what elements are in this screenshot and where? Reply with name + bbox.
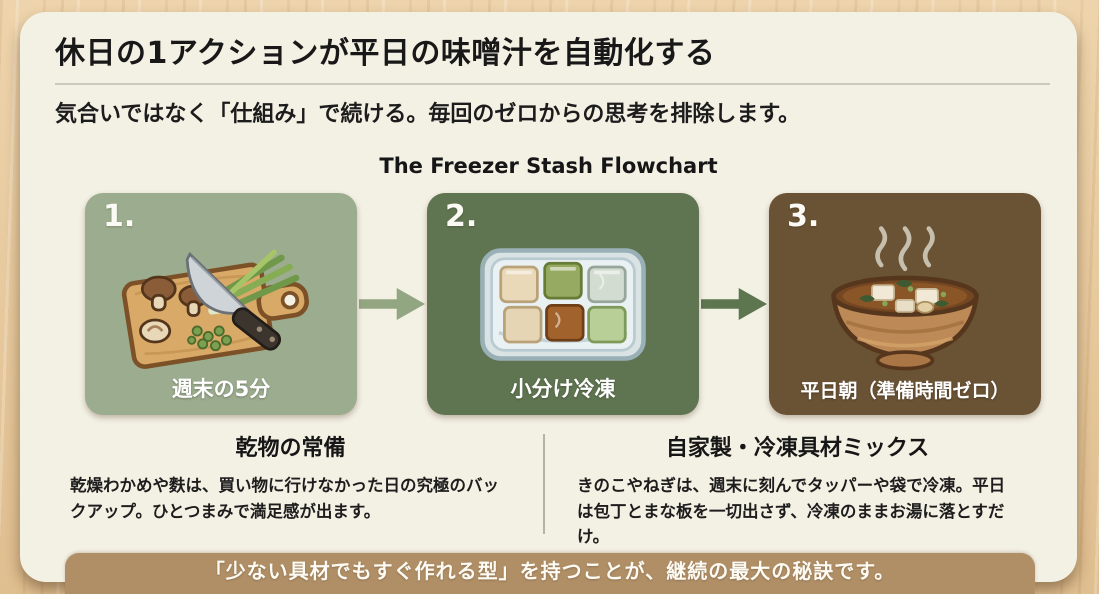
step-card-portion-freeze: 2.	[427, 193, 699, 415]
steam-icon	[875, 226, 935, 272]
chopped-greens-icon	[187, 325, 232, 352]
tip-body: きのこやねぎは、週末に刻んでタッパーや袋で冷凍。平日は包丁とまな板を一切出さず、…	[577, 476, 1006, 547]
flow-arrow-icon	[357, 282, 427, 326]
main-card: 休日の1アクションが平日の味噌汁を自動化する 気合いではなく「仕組み」で続ける。…	[20, 12, 1077, 582]
step-label: 小分け冷凍	[510, 377, 616, 401]
miso-soup-bowl-illustration	[769, 223, 1041, 375]
step-card-weekday-morning: 3.	[769, 193, 1041, 415]
step-label: 週末の5分	[171, 377, 271, 401]
step-label: 平日朝（準備時間ゼロ）	[800, 380, 1010, 402]
tip-heading: 乾物の常備	[235, 436, 346, 461]
frozen-cubes-icon	[499, 261, 627, 344]
mushrooms-icon	[139, 275, 209, 344]
tip-body: 乾燥わかめや麩は、買い物に行けなかった日の究極のバックアップ。ひとつまみで満足感…	[70, 476, 499, 521]
knife-icon	[185, 251, 282, 351]
tips-section: 乾物の常備 乾燥わかめや麩は、買い物に行けなかった日の究極のバックアップ。ひとつ…	[38, 430, 1058, 550]
flow-arrow-icon	[699, 282, 769, 326]
step-card-weekend-prep: 1.	[85, 193, 357, 415]
tip-heading: 自家製・冷凍具材ミックス	[665, 436, 930, 461]
tip-dried-goods: 乾物の常備 乾燥わかめや麩は、買い物に行けなかった日の究極のバックアップ。ひとつ…	[38, 430, 543, 524]
step-number: 1.	[103, 199, 136, 234]
cutting-board-illustration	[85, 223, 357, 375]
footer-banner: 「少ない具材でもすぐ作れる型」を持つことが、継続の最大の秘訣です。	[65, 553, 1035, 594]
bowl-icon	[831, 275, 979, 371]
page-subtitle: 気合いではなく「仕組み」で続ける。毎回のゼロからの思考を排除します。	[55, 102, 801, 127]
flowchart-steps-row: 1.	[85, 193, 1041, 415]
page-title: 休日の1アクションが平日の味噌汁を自動化する	[55, 36, 716, 71]
tips-divider	[543, 434, 545, 534]
tip-homemade-frozen-mix: 自家製・冷凍具材ミックス きのこやねぎは、週末に刻んでタッパーや袋で冷凍。平日は…	[545, 430, 1050, 550]
freezer-container-illustration	[427, 223, 699, 375]
title-divider	[55, 83, 1050, 85]
step-number: 3.	[787, 199, 820, 234]
flowchart-title: The Freezer Stash Flowchart	[379, 154, 718, 178]
footer-note: 「少ない具材でもすぐ作れる型」を持つことが、継続の最大の秘訣です。	[204, 559, 896, 583]
soup-ingredients-icon	[859, 279, 949, 314]
step-number: 2.	[445, 199, 478, 234]
